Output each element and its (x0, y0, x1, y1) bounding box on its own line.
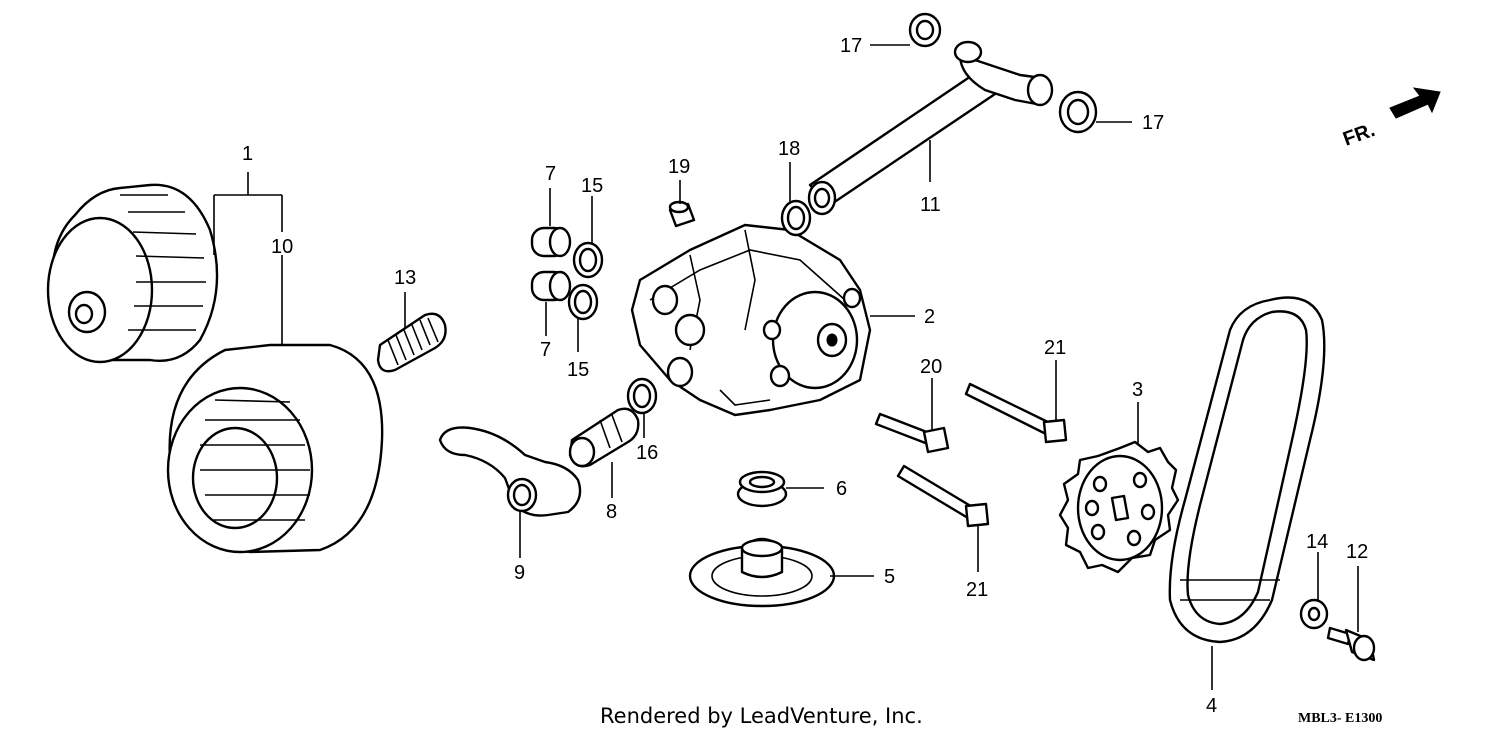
part-stud (376, 312, 447, 373)
callout-10: 10 (271, 236, 293, 258)
callout-21-bottom: 21 (966, 579, 988, 601)
front-direction-arrow: FR. (1340, 87, 1441, 151)
callout-15-bottom: 15 (567, 359, 589, 381)
part-oil-strainer (438, 426, 582, 517)
callout-16: 16 (636, 442, 658, 464)
callout-4: 4 (1206, 695, 1217, 717)
part-collars-and-orings (530, 226, 604, 321)
part-oring-16 (626, 377, 658, 415)
callout-17-top: 17 (840, 35, 862, 57)
callout-2: 2 (924, 306, 935, 328)
part-sprocket (1058, 440, 1180, 574)
part-bolts (874, 382, 1068, 528)
callout-19: 19 (668, 156, 690, 178)
callout-3: 3 (1132, 379, 1143, 401)
callout-18: 18 (778, 138, 800, 160)
part-oring-18 (780, 199, 812, 237)
leader-lines (213, 44, 1359, 690)
callout-12: 12 (1346, 541, 1368, 563)
callout-20: 20 (920, 356, 942, 378)
part-oil-pump (630, 223, 872, 417)
part-dowel-pin (668, 200, 696, 228)
part-joint-collar (568, 407, 640, 468)
callout-7-top: 7 (545, 163, 556, 185)
callout-8: 8 (606, 501, 617, 523)
part-oil-filter-cap (46, 183, 219, 364)
callout-13: 13 (394, 267, 416, 289)
part-oil-pipe (807, 40, 1054, 216)
callout-9: 9 (514, 562, 525, 584)
callout-numbers: 1 10 13 7 15 7 15 19 18 17 17 11 2 16 8 … (242, 35, 1368, 717)
callout-15-top: 15 (581, 175, 603, 197)
render-credit: Rendered by LeadVenture, Inc. (600, 704, 923, 728)
callout-14: 14 (1306, 531, 1328, 553)
part-oil-seal (736, 470, 788, 508)
part-strainer-disc (688, 537, 836, 608)
front-label: FR. (1340, 119, 1378, 151)
diagram-code: MBL3- E1300 (1298, 711, 1383, 726)
part-bolt-12 (1326, 626, 1376, 662)
callout-11: 11 (920, 194, 941, 216)
callout-17-right: 17 (1142, 112, 1164, 134)
part-drive-chain (1168, 296, 1326, 644)
callout-21-top: 21 (1044, 337, 1066, 359)
part-oil-filter (166, 343, 384, 554)
part-pipe-seals (908, 12, 1098, 134)
callout-5: 5 (884, 566, 895, 588)
callout-6: 6 (836, 478, 847, 500)
callout-7-bottom: 7 (540, 339, 551, 361)
part-washer (1299, 598, 1329, 630)
callout-1: 1 (242, 143, 253, 165)
